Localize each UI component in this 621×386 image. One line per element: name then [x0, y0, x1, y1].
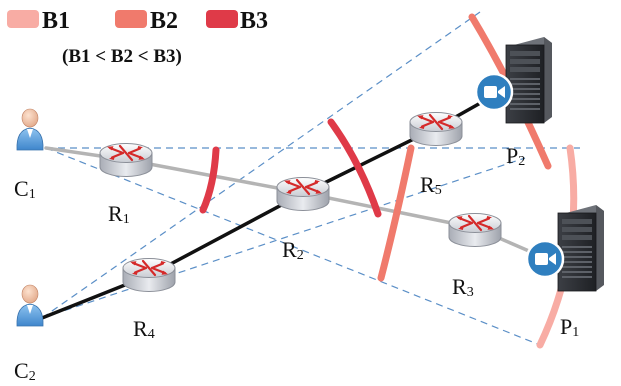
router-r3-icon: [447, 212, 503, 248]
router-r5-icon: [408, 111, 464, 147]
legend-label-b2: B2: [150, 8, 178, 34]
node-labels: C1 C2 R1 R2 R3 R4 R5 P2 P1: [14, 143, 579, 384]
legend: B1 B2 B3 (B1 < B2 < B3): [7, 8, 268, 67]
legend-swatch-b1: [7, 10, 39, 28]
label-p1: P1: [560, 314, 579, 340]
router-r1-icon: [98, 142, 154, 178]
server-p2-icon: [505, 36, 553, 124]
client-c1-icon: [16, 108, 44, 151]
router-r4-icon: [121, 257, 177, 293]
dashed-link: [45, 147, 541, 346]
dashed-link: [41, 11, 481, 319]
label-r3: R3: [452, 274, 474, 300]
router-r2-icon: [275, 176, 331, 212]
label-c1: C1: [14, 176, 36, 202]
link-r4-r2: [148, 191, 306, 277]
label-p2: P2: [506, 143, 525, 169]
bandwidth-arc-b3: [199, 146, 220, 214]
bandwidth-arc-b2: [377, 144, 415, 282]
label-r2: R2: [282, 237, 304, 263]
camera-p1-icon: [525, 239, 565, 279]
label-r1: R1: [108, 201, 130, 227]
label-c2: C2: [14, 358, 36, 384]
legend-label-b1: B1: [42, 8, 70, 34]
legend-swatch-b2: [115, 10, 147, 28]
client-c2-icon: [16, 284, 44, 327]
dashed-link: [41, 157, 526, 319]
server-p1-icon: [557, 204, 605, 292]
link-r2-r3: [302, 191, 478, 230]
legend-swatch-b3: [206, 10, 238, 28]
legend-label-b3: B3: [240, 8, 268, 34]
label-r5: R5: [420, 172, 442, 198]
label-r4: R4: [133, 316, 155, 342]
camera-p2-icon: [474, 72, 514, 112]
bandwidth-arc-b3: [327, 118, 382, 218]
legend-relation: (B1 < B2 < B3): [62, 46, 182, 67]
